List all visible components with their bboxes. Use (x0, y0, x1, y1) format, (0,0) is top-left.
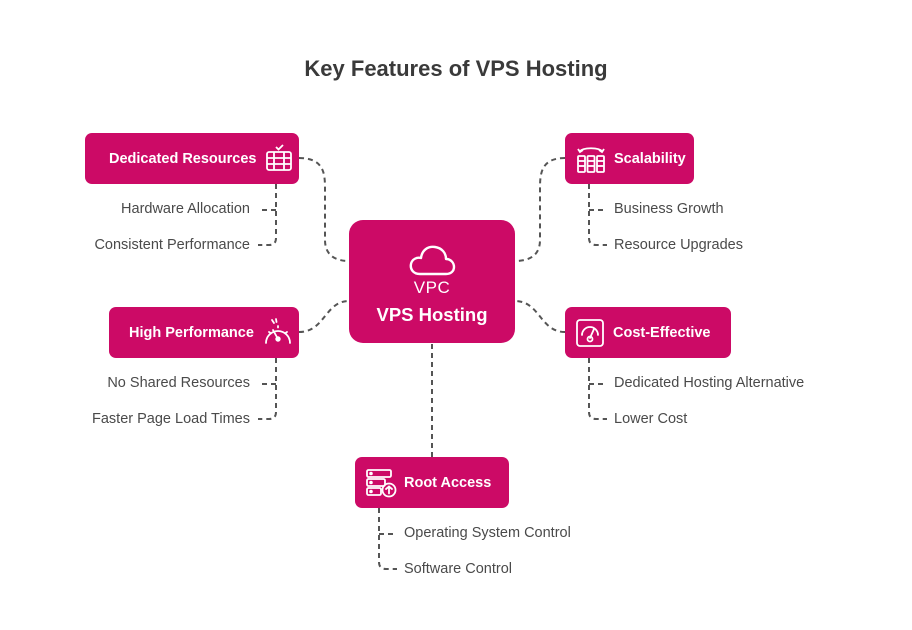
speedometer-icon (265, 317, 291, 344)
high-performance-label: High Performance (129, 324, 254, 341)
node-cost-effective: Cost-Effective (565, 307, 731, 358)
gauge-icon (576, 318, 604, 347)
connector-cost-sub (588, 358, 607, 420)
server-upload-icon (366, 468, 397, 497)
connector-scalability (514, 157, 566, 262)
cost-effective-label: Cost-Effective (613, 324, 711, 341)
performance-item-2: Faster Page Load Times (92, 411, 250, 427)
root-item-2: Software Control (404, 561, 512, 577)
connector-performance-sub (258, 358, 277, 420)
root-access-label: Root Access (404, 474, 492, 491)
connector-cost (514, 300, 566, 333)
node-root-access: Root Access (355, 457, 509, 508)
server-rack-icon (266, 143, 293, 171)
node-dedicated-resources: Dedicated Resources (85, 133, 299, 184)
scalability-item-2: Resource Upgrades (614, 237, 743, 253)
dedicated-item-2: Consistent Performance (94, 237, 250, 253)
root-item-1: Operating System Control (404, 525, 571, 541)
cost-item-1: Dedicated Hosting Alternative (614, 375, 805, 391)
dedicated-item-1: Hardware Allocation (121, 201, 250, 217)
vpc-label: VPC (413, 278, 451, 297)
cloud-icon (409, 245, 456, 276)
scaling-icon (577, 146, 605, 173)
connector-root-sub (378, 508, 397, 570)
center-title: VPS Hosting (376, 304, 488, 325)
performance-item-1: No Shared Resources (107, 375, 250, 391)
center-node: VPC VPS Hosting (349, 220, 515, 343)
connector-scalability-sub (588, 184, 607, 246)
node-scalability: Scalability (565, 133, 694, 184)
connector-performance (298, 300, 350, 333)
connector-dedicated-sub (258, 184, 277, 246)
scalability-label: Scalability (614, 150, 686, 167)
scalability-item-1: Business Growth (614, 201, 724, 217)
node-high-performance: High Performance (109, 307, 299, 358)
diagram-title: Key Features of VPS Hosting (304, 56, 608, 81)
cost-item-2: Lower Cost (614, 411, 688, 427)
dedicated-resources-label: Dedicated Resources (109, 150, 257, 167)
connector-dedicated (298, 157, 350, 262)
